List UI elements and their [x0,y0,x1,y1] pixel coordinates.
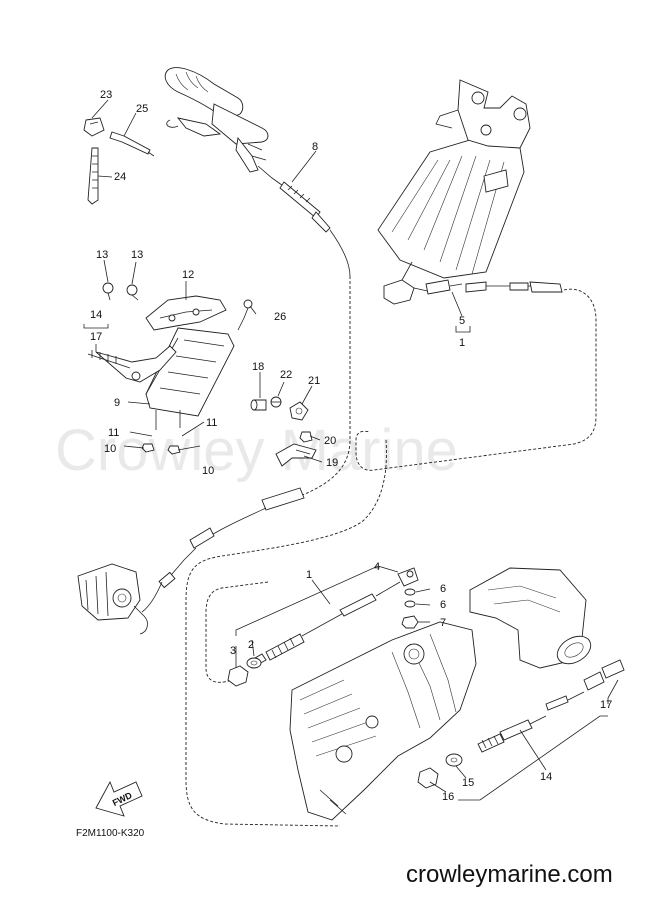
washer-15 [445,753,463,767]
callout-1-mid: 1 [306,569,312,581]
callout-19: 19 [326,457,338,469]
joint-22 [270,396,282,408]
callout-6a: 6 [440,583,446,595]
callout-8: 8 [312,141,318,153]
joint-21 [289,401,309,421]
leader-lines [83,99,619,801]
screw-26 [237,299,253,331]
callout-6b: 6 [440,599,446,611]
callout-14-bot: 14 [540,771,552,783]
callout-4: 4 [374,561,380,573]
band-24 [87,147,99,205]
fwd-arrow-icon: FWD [95,780,143,817]
nut-11-10-right [167,410,181,455]
callout-2: 2 [248,639,254,651]
screw-25 [109,131,155,157]
screw-13b [126,284,139,301]
callout-5: 5 [459,315,465,327]
bracket-9 [87,327,235,417]
handlebar-drawing [164,67,269,173]
callout-14-top: 14 [90,309,102,321]
collar-18 [250,399,267,411]
callout-10b: 10 [202,465,214,477]
throttle-body-drawing [77,563,163,635]
jet-pump-drawing [289,567,592,821]
callout-22: 22 [280,369,292,381]
callout-21: 21 [308,375,320,387]
throttle-cable [158,165,351,589]
callout-17-bot: 17 [600,699,612,711]
callout-25: 25 [136,103,148,115]
washer-2 [246,657,262,669]
site-footer: crowleymarine.com [406,861,613,888]
nut-20 [299,431,313,443]
nozzle-housing-drawing [377,79,531,305]
callout-17-top: 17 [90,331,102,343]
callout-11a: 11 [108,427,119,439]
callout-7: 7 [440,617,446,629]
callout-20: 20 [324,435,336,447]
watermark: Crowley Marine [55,418,458,483]
nut-3 [227,665,249,687]
callout-labels: 23 25 24 8 13 13 12 26 14 17 9 11 10 11 … [90,89,612,803]
bracket-19 [275,443,317,467]
nuts-6-7 [401,588,419,629]
callout-15: 15 [462,777,474,789]
nut-16 [417,767,439,789]
callout-1-top: 1 [459,337,465,349]
callout-26: 26 [274,311,286,323]
callout-3: 3 [230,645,236,657]
callout-11b: 11 [206,417,217,429]
rod-5 [425,279,463,295]
diagram-code: F2M1100-K320 [76,828,145,839]
cover-12 [145,295,227,331]
route-shift-cable [355,288,597,471]
callout-24: 24 [114,171,126,183]
callout-12: 12 [182,269,194,281]
callout-18: 18 [252,361,264,373]
callout-16: 16 [442,791,454,803]
nut-11-10-left [141,410,157,453]
callout-13b: 13 [131,249,143,261]
steering-cable [477,659,625,753]
callout-9: 9 [114,397,120,409]
cable-end-top-right [465,281,563,293]
screw-13a [102,282,114,301]
callout-13a: 13 [96,249,108,261]
clip-23 [83,117,105,137]
callout-23: 23 [100,89,112,101]
callout-10a: 10 [104,443,116,455]
